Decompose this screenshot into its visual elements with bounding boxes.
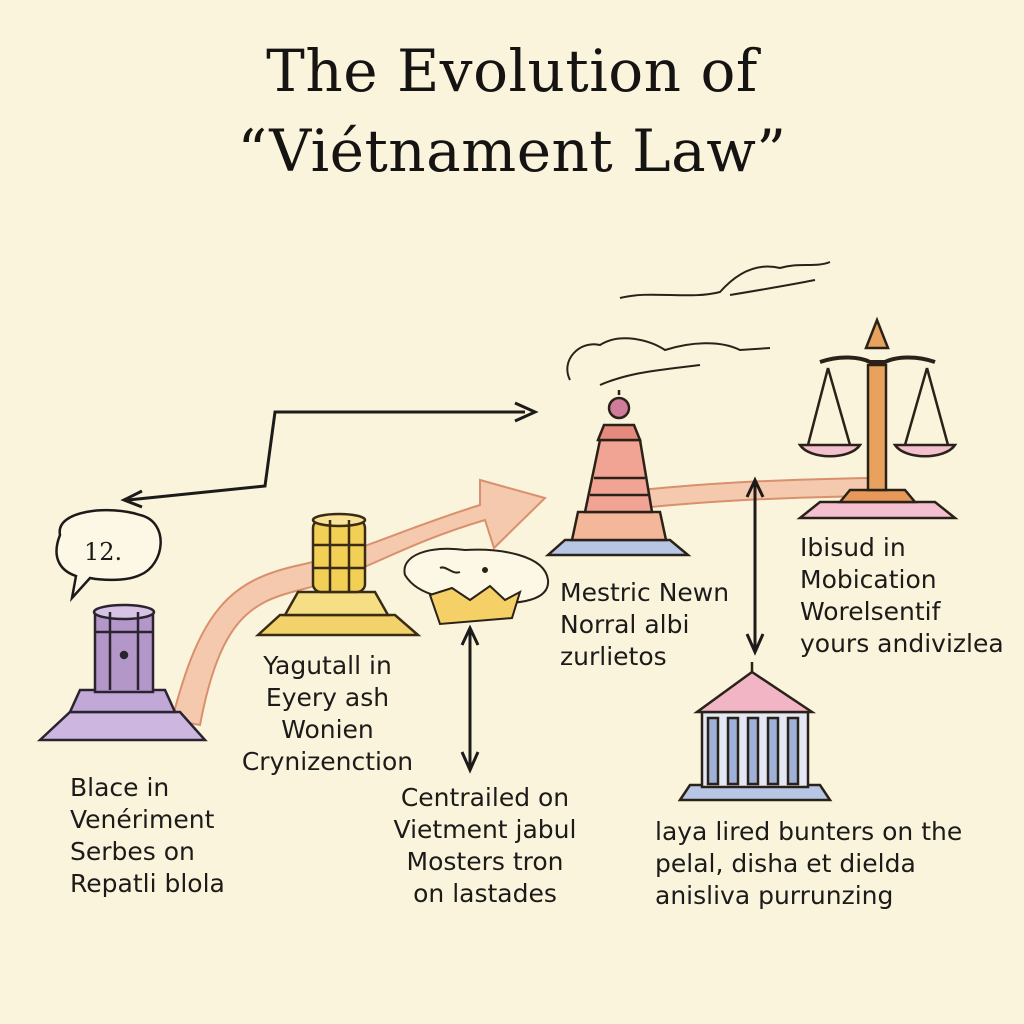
caption-line: yours andivizlea xyxy=(800,629,1004,658)
caption-line: Blace in xyxy=(70,773,170,802)
caption-stage-2: Yagutall in Eyery ash Wonien Crynizencti… xyxy=(240,650,415,778)
vertical-double-arrow-left xyxy=(460,624,480,774)
scales-of-justice-icon xyxy=(796,316,959,520)
caption-stage-3: Centrailed on Vietment jabul Mosters tro… xyxy=(385,782,585,910)
caption-stage-1: Blace in Venériment Serbes on Repatli bl… xyxy=(70,772,225,900)
caption-line: Eyery ash xyxy=(265,683,390,712)
courthouse-icon xyxy=(677,662,833,802)
caption-line: Mobication xyxy=(800,565,937,594)
caption-stage-4: Mestric Newn Norral albi zurlietos xyxy=(560,577,729,673)
gavel-stand-icon xyxy=(36,603,208,742)
caption-line: Ibisud in xyxy=(800,533,906,562)
caption-line: zurlietos xyxy=(560,642,667,671)
page-title-line-2: “Viétnament Law” xyxy=(237,117,787,185)
monument-tower-icon xyxy=(544,390,692,557)
vertical-double-arrow-right xyxy=(745,476,765,656)
progress-arrow-band xyxy=(170,478,547,727)
caption-line: Serbes on xyxy=(70,837,195,866)
drum-pedestal-icon xyxy=(254,512,422,637)
caption-line: pelal, disha et dielda xyxy=(655,849,916,878)
caption-line: Crynizenction xyxy=(241,747,414,776)
crown-icon xyxy=(403,547,550,626)
caption-line: Vietment jabul xyxy=(393,815,577,844)
timeline-connector-arrow xyxy=(120,401,539,509)
caption-line: Repatli blola xyxy=(70,869,225,898)
caption-line: Mestric Newn xyxy=(560,578,730,607)
page-title-line-1: The Evolution of xyxy=(266,37,758,105)
caption-line: anisliva purrunzing xyxy=(655,881,894,910)
caption-line: on lastades xyxy=(413,879,557,908)
caption-line: Mosters tron xyxy=(406,847,564,876)
caption-line: Wonien xyxy=(281,715,374,744)
caption-line: Venériment xyxy=(70,805,215,834)
caption-line: laya lired bunters on the xyxy=(655,817,963,846)
speech-bubble-icon xyxy=(55,509,162,603)
caption-line: Centrailed on xyxy=(400,783,570,812)
caption-line: Yagutall in xyxy=(263,651,392,680)
caption-line: Worelsentif xyxy=(800,597,941,626)
smoke-swirl-icon xyxy=(566,261,831,386)
caption-stage-6: laya lired bunters on the pelal, disha e… xyxy=(655,816,962,912)
bubble-label: 12. xyxy=(84,538,123,566)
caption-line: Norral albi xyxy=(560,610,690,639)
caption-stage-5: Ibisud in Mobication Worelsentif yours a… xyxy=(800,532,1004,660)
